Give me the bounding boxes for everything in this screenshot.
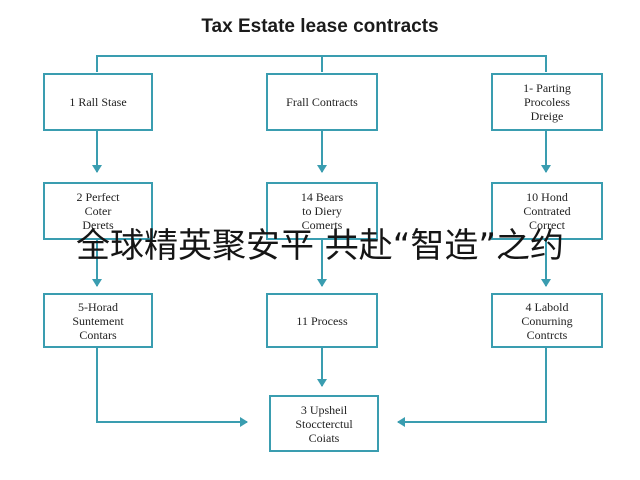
node-low-center: 11 Process <box>266 293 378 348</box>
node-low-right: 4 Labold Conurning Contrcts <box>491 293 603 348</box>
node-top-right: 1- Parting Procoless Dreige <box>491 73 603 131</box>
diagram-title: Tax Estate lease contracts <box>201 16 439 37</box>
overlay-caption: 全球精英聚安平 共赴“智造”之约 <box>75 226 565 266</box>
node-low-left: 5-Horad Suntement Contars <box>43 293 153 348</box>
node-bottom: 3 Upsheil Stoccterctul Coiats <box>269 395 379 452</box>
node-mid-center: 14 Bears to Diery Comerts <box>266 182 378 240</box>
arrow-right-3 <box>397 347 547 427</box>
node-mid-left: 2 Perfect Coter Derets <box>43 182 153 240</box>
node-top-center: Frall Contracts <box>266 73 378 131</box>
node-mid-right: 10 Hond Contrated Correct <box>491 182 603 240</box>
node-top-left: 1 Rall Stase <box>43 73 153 131</box>
arrow-left-3 <box>96 347 248 427</box>
